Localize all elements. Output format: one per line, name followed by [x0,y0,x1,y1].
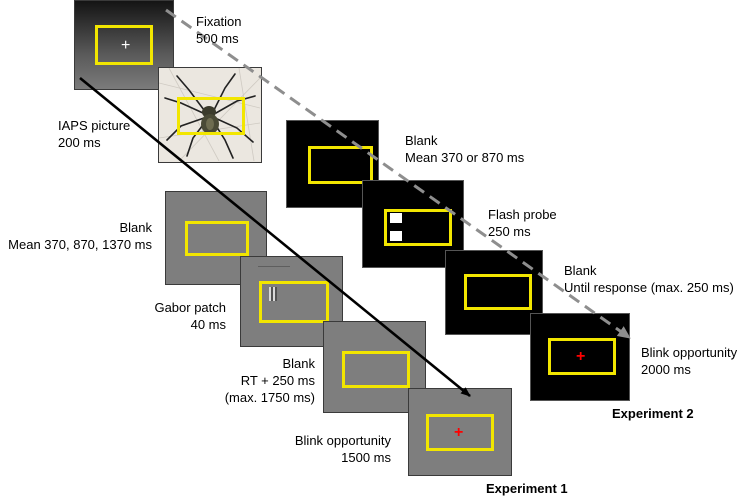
iaps-label: IAPS picture 200 ms [58,117,130,151]
flash-probe-square-bottom [390,231,402,241]
fixation-label: Fixation 500 ms [196,13,242,47]
exp2-blank2-screen [445,250,543,335]
exp1-blink-cross: + [454,424,464,441]
exp1-blink-screen: + [408,388,512,476]
flash-probe-frame [384,209,452,246]
exp2-blank2-label: Blank Until response (max. 250 ms) [564,262,734,296]
exp2-blink-cross: + [576,348,586,365]
exp2-blank1-duration: Mean 370 or 870 ms [405,150,525,165]
iaps-frame [177,97,245,135]
fixation-duration: 500 ms [196,31,239,46]
fixation-frame [95,25,153,65]
exp1-blank1-name: Blank [119,220,152,235]
flash-probe-duration: 250 ms [488,224,531,239]
gabor-line [258,266,290,267]
exp2-blank2-duration: Until response (max. 250 ms) [564,280,734,295]
exp2-blink-duration: 2000 ms [641,362,691,377]
gabor-name: Gabor patch [154,300,226,315]
gabor-patch [269,287,277,301]
exp2-blank2-frame [464,274,532,310]
gabor-duration: 40 ms [190,317,226,332]
iaps-duration: 200 ms [58,135,101,150]
exp2-blink-frame [548,338,616,375]
exp2-blank1-label: Blank Mean 370 or 870 ms [405,132,524,166]
exp2-blank2-name: Blank [564,263,597,278]
exp1-blink-frame [426,414,494,451]
iaps-name: IAPS picture [58,118,131,133]
exp1-blank1-label: Blank Mean 370, 870, 1370 ms [8,219,152,253]
fixation-name: Fixation [196,14,242,29]
exp2-timeline-arrow [165,8,631,340]
gabor-frame [259,281,329,323]
exp1-blank2-frame [342,351,410,388]
exp1-blank2-label: Blank RT + 250 ms (max. 1750 ms) [225,355,315,406]
experiment-2-title: Experiment 2 [612,406,694,421]
exp1-blank2-name: Blank [282,356,315,371]
exp1-blink-label: Blink opportunity 1500 ms [295,432,391,466]
exp1-blank1-duration: Mean 370, 870, 1370 ms [8,237,152,252]
exp1-blank2-note: (max. 1750 ms) [224,390,315,405]
exp1-blink-duration: 1500 ms [341,450,391,465]
exp2-blink-screen: + [530,313,630,401]
exp1-blank2-duration: RT + 250 ms [240,373,315,388]
exp1-blink-name: Blink opportunity [294,433,391,448]
flash-probe-square-top [390,213,402,223]
exp2-blank1-frame [308,146,373,184]
experiment-1-title: Experiment 1 [486,481,568,496]
exp2-blink-label: Blink opportunity 2000 ms [641,344,737,378]
fixation-screen: + [74,0,174,90]
iaps-picture-screen [158,67,262,163]
exp2-blink-name: Blink opportunity [641,345,738,360]
exp1-blank1-frame [185,221,249,256]
fixation-cross: + [121,37,131,54]
exp1-timeline-arrow [79,76,471,398]
flash-probe-name: Flash probe [488,207,557,222]
gabor-label: Gabor patch 40 ms [154,299,226,333]
exp2-blank1-name: Blank [405,133,438,148]
flash-probe-label: Flash probe 250 ms [488,206,557,240]
